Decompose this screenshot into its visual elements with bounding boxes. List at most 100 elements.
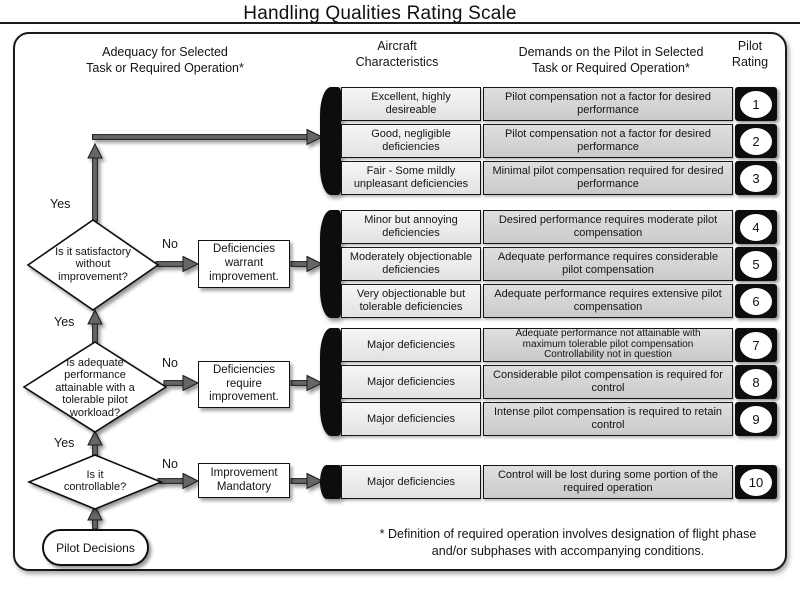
pilot-rating-value: 5 (752, 256, 760, 272)
decision-question-adequate-performance: Is adequate performance attainable with … (55, 357, 135, 419)
rating-row: Major deficiencies Control will be lost … (341, 465, 777, 499)
pilot-rating-value: 7 (752, 337, 760, 353)
pilot-rating-badge: 3 (740, 164, 772, 192)
action-box-deficiencies-require: Deficiencies require improvement. (198, 361, 290, 408)
pilot-demands-cell: Intense pilot compensation is required t… (483, 402, 733, 436)
decision-diamond-adequate-performance (22, 341, 168, 433)
column-header-pilot-demands: Demands on the Pilot in Selected Task or… (518, 45, 704, 76)
no-label-3: No (162, 457, 178, 471)
pilot-rating-cell: 1 (735, 87, 777, 121)
arrow-box1-to-group2-head (306, 255, 324, 273)
rating-row: Moderately objectionable deficiencies Ad… (341, 247, 777, 281)
aircraft-characteristics-cell: Major deficiencies (341, 465, 481, 499)
action-box-improvement-mandatory: Improvement Mandatory (198, 463, 290, 498)
pilot-rating-value: 2 (752, 133, 760, 149)
pilot-demands-cell: Desired performance requires moderate pi… (483, 210, 733, 244)
rating-row: Good, negligible deficiencies Pilot comp… (341, 124, 777, 158)
arrow-yes-1-shaft (92, 156, 98, 222)
pilot-demands-cell: Adequate performance requires extensive … (483, 284, 733, 318)
group-inlet-bar (320, 465, 341, 499)
no-label-2: No (162, 356, 178, 370)
rating-row: Minor but annoying deficiencies Desired … (341, 210, 777, 244)
yes-label-2: Yes (54, 315, 75, 329)
pilot-rating-cell: 7 (735, 328, 777, 362)
rating-row: Very objectionable but tolerable deficie… (341, 284, 777, 318)
arrow-no-1-shaft (155, 261, 184, 267)
arrow-yes-2-shaft (92, 322, 98, 344)
pilot-rating-badge: 7 (740, 331, 772, 359)
pilot-rating-cell: 10 (735, 465, 777, 499)
pilot-rating-badge: 1 (740, 90, 772, 118)
arrow-box2-to-group3-shaft (290, 380, 308, 386)
title-rule (0, 22, 800, 24)
yes-label-3: Yes (54, 436, 75, 450)
rating-group-4-6: Minor but annoying deficiencies Desired … (320, 210, 777, 318)
pilot-rating-value: 4 (752, 219, 760, 235)
arrow-no-1-head (182, 255, 200, 273)
pilot-rating-badge: 6 (740, 287, 772, 315)
group-inlet-bar (320, 328, 341, 436)
pilot-demands-cell: Control will be lost during some portion… (483, 465, 733, 499)
yes-label-1: Yes (50, 197, 71, 211)
decision-diamond-satisfactory (26, 219, 160, 311)
pilot-demands-cell: Pilot compensation not a factor for desi… (483, 124, 733, 158)
arrow-yes-3-head (87, 429, 103, 446)
aircraft-characteristics-cell: Very objectionable but tolerable deficie… (341, 284, 481, 318)
arrow-box3-to-row10-shaft (290, 478, 308, 484)
arrow-box3-to-row10-head (306, 472, 324, 490)
pilot-rating-badge: 8 (740, 368, 772, 396)
diagram-title: Handling Qualities Rating Scale (243, 3, 517, 24)
arrow-no-2-shaft (163, 380, 184, 386)
pilot-rating-value: 1 (752, 96, 760, 112)
arrow-start-head (87, 504, 103, 521)
pilot-rating-cell: 6 (735, 284, 777, 318)
pilot-demands-cell: Minimal pilot compensation required for … (483, 161, 733, 195)
pilot-rating-cell: 2 (735, 124, 777, 158)
aircraft-characteristics-cell: Major deficiencies (341, 328, 481, 362)
arrow-box2-to-group3-head (306, 374, 324, 392)
pilot-rating-value: 6 (752, 293, 760, 309)
pilot-rating-cell: 9 (735, 402, 777, 436)
pilot-rating-badge: 10 (740, 468, 772, 496)
decision-diamonds (22, 219, 168, 510)
aircraft-characteristics-cell: Minor but annoying deficiencies (341, 210, 481, 244)
column-header-pilot-rating: Pilot Rating (731, 39, 769, 70)
arrow-into-group1-shaft (92, 134, 308, 140)
action-box-deficiencies-warrant: Deficiencies warrant improvement. (198, 240, 290, 288)
decision-question-controllable: Is it controllable? (63, 469, 127, 494)
required-operation-footnote: * Definition of required operation invol… (379, 527, 757, 558)
arrow-into-group1-head (306, 128, 324, 146)
no-label-1: No (162, 237, 178, 251)
group-inlet-bar (320, 87, 341, 195)
arrow-yes-2-head (87, 308, 103, 325)
arrow-box1-to-group2-shaft (290, 261, 308, 267)
rating-group-1-3: Excellent, highly desireable Pilot compe… (320, 87, 777, 195)
pilot-rating-value: 10 (748, 474, 764, 490)
decision-question-satisfactory: Is it satisfactory without improvement? (55, 246, 131, 283)
pilot-rating-cell: 8 (735, 365, 777, 399)
aircraft-characteristics-cell: Good, negligible deficiencies (341, 124, 481, 158)
pilot-rating-value: 9 (752, 411, 760, 427)
rating-row: Fair - Some mildly unpleasant deficienci… (341, 161, 777, 195)
aircraft-characteristics-cell: Excellent, highly desireable (341, 87, 481, 121)
pilot-rating-value: 8 (752, 374, 760, 390)
rating-row: Major deficiencies Adequate performance … (341, 328, 777, 362)
aircraft-characteristics-cell: Major deficiencies (341, 365, 481, 399)
aircraft-characteristics-cell: Moderately objectionable deficiencies (341, 247, 481, 281)
pilot-demands-cell: Pilot compensation not a factor for desi… (483, 87, 733, 121)
aircraft-characteristics-cell: Major deficiencies (341, 402, 481, 436)
pilot-rating-badge: 9 (740, 405, 772, 433)
pilot-rating-badge: 5 (740, 250, 772, 278)
pilot-rating-badge: 4 (740, 213, 772, 241)
arrow-yes-1-head (87, 142, 103, 159)
pilot-rating-value: 3 (752, 170, 760, 186)
pilot-rating-cell: 3 (735, 161, 777, 195)
rating-row: Excellent, highly desireable Pilot compe… (341, 87, 777, 121)
pilot-rating-cell: 5 (735, 247, 777, 281)
pilot-decisions-start-node: Pilot Decisions (42, 529, 149, 566)
rating-group-10: Major deficiencies Control will be lost … (320, 465, 777, 499)
pilot-demands-cell: Considerable pilot compensation is requi… (483, 365, 733, 399)
rating-group-7-9: Major deficiencies Adequate performance … (320, 328, 777, 436)
